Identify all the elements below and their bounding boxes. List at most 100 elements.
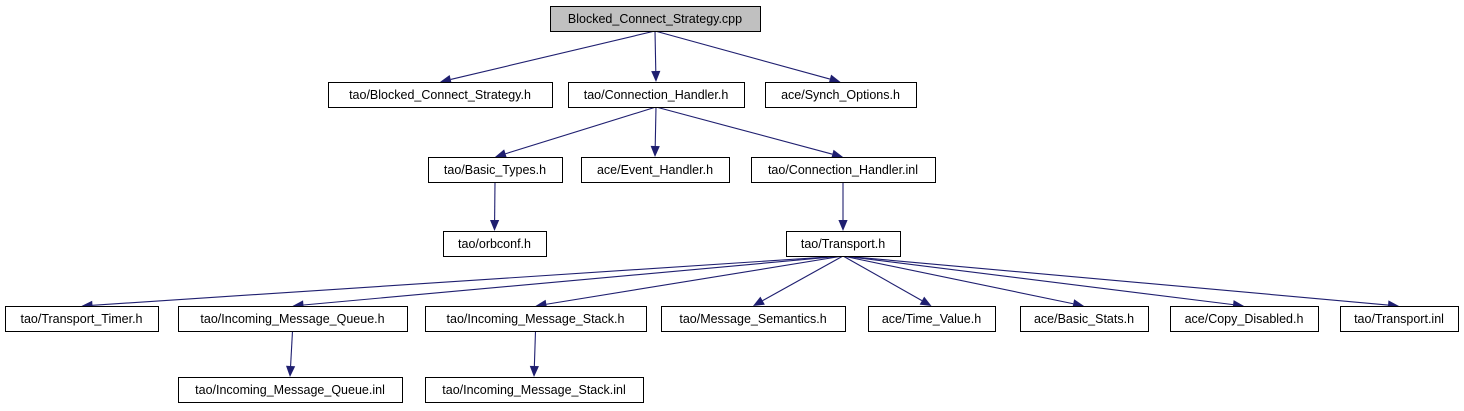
arrowhead-icon [828,74,841,84]
node-label: tao/Transport_Timer.h [20,312,142,326]
edge-line [450,30,656,80]
edge-ims_h-to-ims_inl [529,330,539,377]
node-box[interactable] [581,157,730,183]
node-box[interactable] [661,306,846,332]
node-ch_inl[interactable]: tao/Connection_Handler.inl [751,157,936,183]
node-transport_h[interactable]: tao/Transport.h [786,231,901,257]
arrowhead-icon [919,296,932,306]
edge-line [290,330,294,367]
node-box[interactable] [443,231,547,257]
node-imq_h[interactable]: tao/Incoming_Message_Queue.h [178,306,408,332]
edge-line [92,255,844,306]
arrowhead-icon [490,219,500,231]
node-label: tao/Transport.inl [1354,312,1444,326]
node-event_h[interactable]: ace/Event_Handler.h [581,157,730,183]
node-box[interactable] [550,6,761,32]
edge-basic_types-to-orbconf [490,181,500,231]
edge-root-to-ch_h [651,30,661,82]
node-synch_h[interactable]: ace/Synch_Options.h [765,82,917,108]
node-basic_stats[interactable]: ace/Basic_Stats.h [1020,306,1149,332]
edge-transport_h-to-basic_stats [842,255,1084,309]
node-box[interactable] [428,157,563,183]
node-bcs_h[interactable]: tao/Blocked_Connect_Strategy.h [328,82,553,108]
node-label: ace/Time_Value.h [882,312,981,326]
edge-ch_h-to-event_h [650,106,660,157]
edge-root-to-bcs_h [440,30,656,84]
node-label: tao/orbconf.h [458,237,531,251]
arrowhead-icon [650,145,660,157]
edge-root-to-synch_h [654,30,841,84]
edge-line [842,255,923,302]
node-time_val[interactable]: ace/Time_Value.h [868,306,996,332]
node-label: tao/Transport.h [801,237,885,251]
nodes-layer: Blocked_Connect_Strategy.cpp tao/Blocked_… [5,6,1459,403]
node-box[interactable] [1340,306,1459,332]
node-msg_sem[interactable]: tao/Message_Semantics.h [661,306,846,332]
node-label: tao/Connection_Handler.h [584,88,729,102]
node-label: ace/Basic_Stats.h [1034,312,1134,326]
node-orbconf[interactable]: tao/orbconf.h [443,231,547,257]
edge-imq_h-to-imq_inl [286,330,296,377]
node-label: tao/Incoming_Message_Stack.h [447,312,625,326]
node-tr_inl[interactable]: tao/Transport.inl [1340,306,1459,332]
node-label: tao/Connection_Handler.inl [768,163,918,177]
edge-line [533,330,537,367]
edge-line [303,255,844,306]
arrowhead-icon [838,220,848,231]
edge-line [654,30,831,80]
arrowhead-icon [753,296,765,306]
node-label: tao/Basic_Types.h [444,163,546,177]
arrowhead-icon [495,149,507,159]
node-label: Blocked_Connect_Strategy.cpp [568,12,742,26]
node-label: tao/Incoming_Message_Queue.h [200,312,384,326]
edges-layer [81,30,1399,377]
edge-line [762,255,844,302]
node-box[interactable] [178,377,403,403]
edge-transport_h-to-msg_sem [753,255,844,306]
edge-line [842,255,1389,306]
node-box[interactable] [5,306,159,332]
node-root[interactable]: Blocked_Connect_Strategy.cpp [550,6,761,32]
node-label: tao/Blocked_Connect_Strategy.h [349,88,531,102]
node-label: tao/Message_Semantics.h [679,312,826,326]
arrowhead-icon [529,365,539,377]
node-copy_dis[interactable]: ace/Copy_Disabled.h [1170,306,1319,332]
node-box[interactable] [425,377,644,403]
edge-transport_h-to-ims_h [535,255,844,309]
node-imq_inl[interactable]: tao/Incoming_Message_Queue.inl [178,377,403,403]
edge-ch_inl-to-transport_h [838,182,848,231]
node-ims_inl[interactable]: tao/Incoming_Message_Stack.inl [425,377,644,403]
edge-line [505,106,657,155]
node-box[interactable] [751,157,936,183]
node-box[interactable] [425,306,647,332]
edge-transport_h-to-copy_dis [842,255,1244,310]
node-label: tao/Incoming_Message_Stack.inl [442,383,625,397]
node-ims_h[interactable]: tao/Incoming_Message_Stack.h [425,306,647,332]
edge-line [842,255,1234,306]
node-box[interactable] [786,231,901,257]
node-box[interactable] [1020,306,1149,332]
arrowhead-icon [286,365,296,377]
arrowhead-icon [831,149,843,159]
arrowhead-icon [440,74,452,84]
node-tr_timer[interactable]: tao/Transport_Timer.h [5,306,159,332]
node-ch_h[interactable]: tao/Connection_Handler.h [568,82,745,108]
edge-ch_h-to-basic_types [495,106,657,159]
edge-line [842,255,1074,305]
edge-line [546,255,844,305]
node-box[interactable] [765,82,917,108]
edge-transport_h-to-time_val [842,255,932,306]
edge-line [655,106,833,155]
node-label: ace/Synch_Options.h [781,88,900,102]
node-box[interactable] [328,82,553,108]
node-box[interactable] [568,82,745,108]
edge-line [654,106,657,147]
edge-ch_h-to-ch_inl [655,106,843,159]
node-box[interactable] [178,306,408,332]
node-box[interactable] [868,306,996,332]
arrowhead-icon [651,70,661,82]
node-box[interactable] [1170,306,1319,332]
node-basic_types[interactable]: tao/Basic_Types.h [428,157,563,183]
